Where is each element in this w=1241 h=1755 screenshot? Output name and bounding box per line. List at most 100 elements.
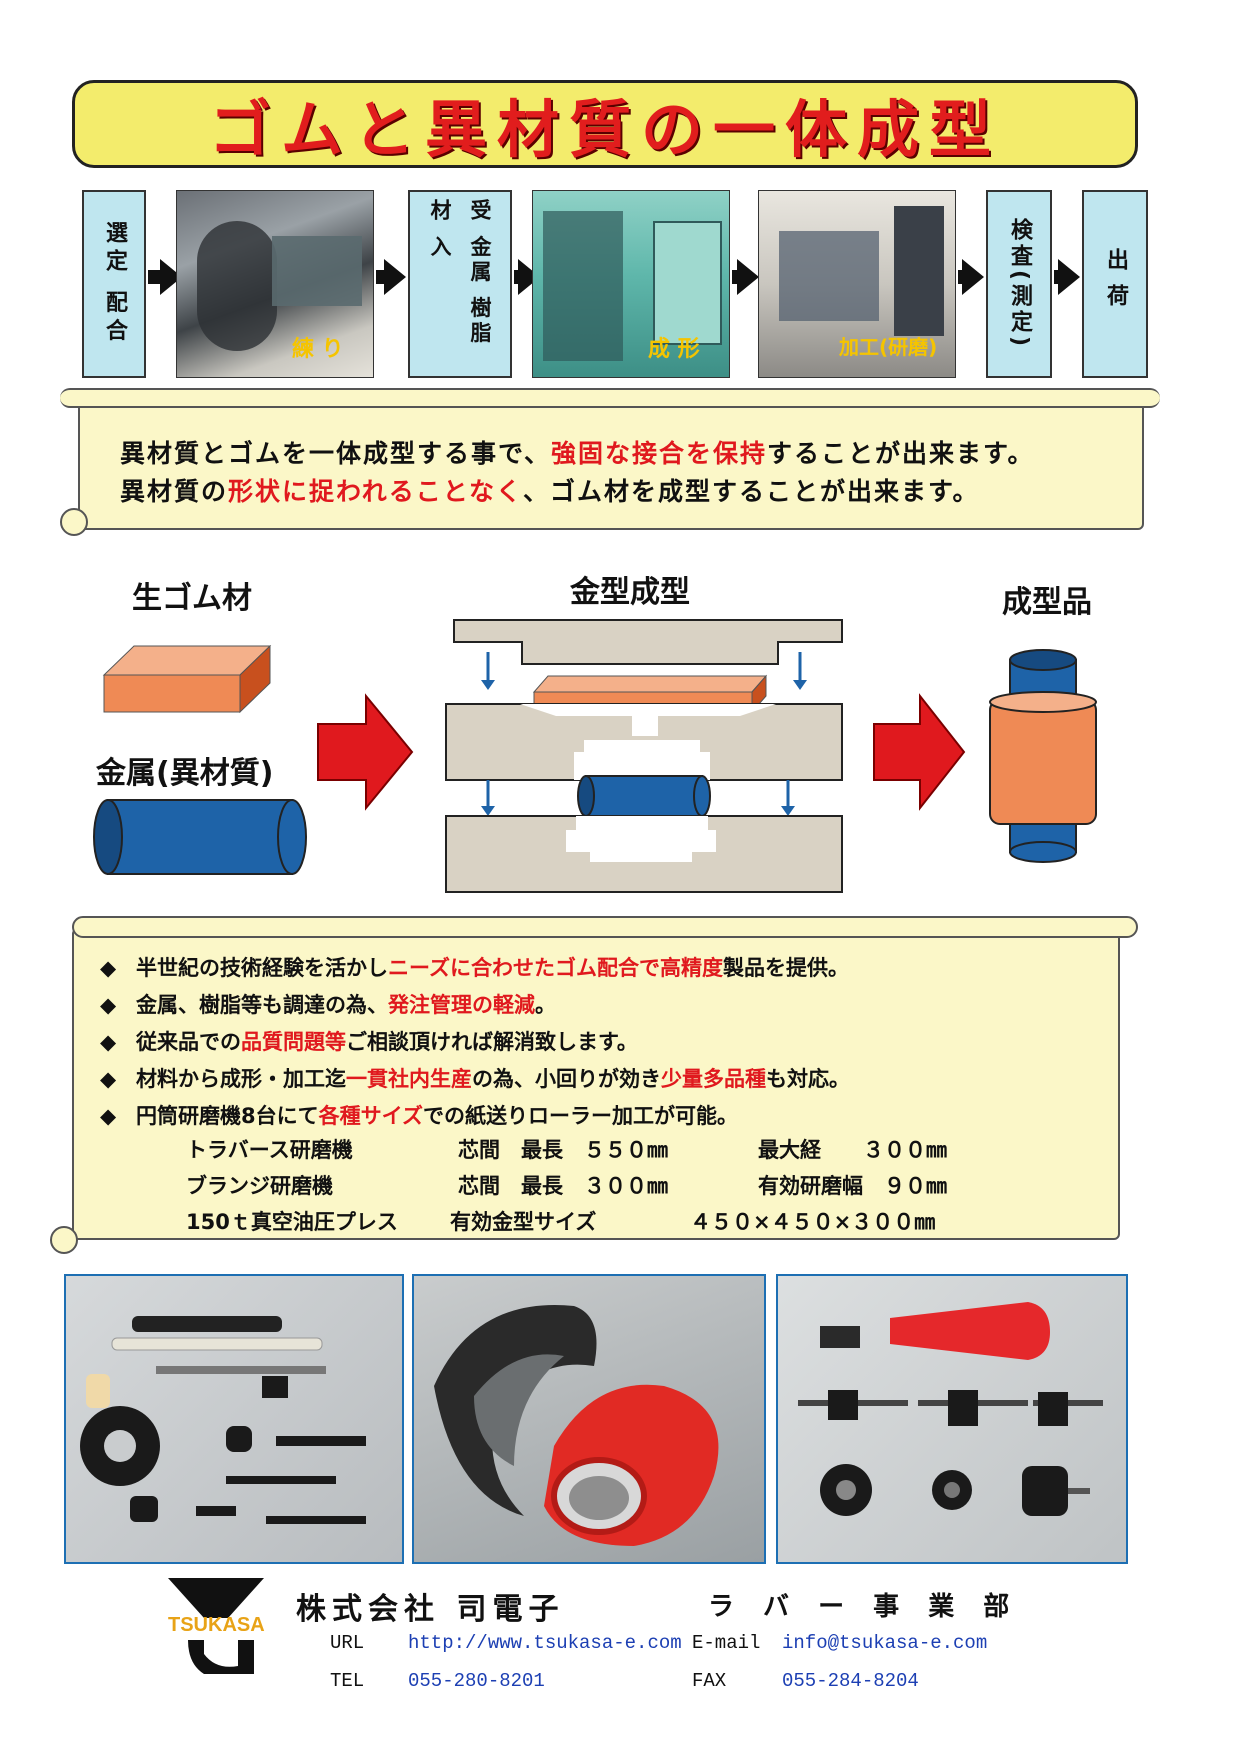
tel-number: 055-280-8201: [408, 1670, 545, 1692]
message-scroll-curl: [60, 508, 88, 536]
diamond-bullet-icon: ◆: [100, 1067, 117, 1091]
molded-product-icon: [989, 649, 1097, 863]
message-line-2-highlight: 形状に捉われることなく: [228, 477, 524, 506]
feature-2-a: 金属、樹脂等も調達の為、: [136, 993, 388, 1017]
feature-4-highlight-2: 少量多品種: [661, 1067, 766, 1091]
feature-1-highlight: ニーズに合わせたゴム配合で高精度: [388, 956, 723, 980]
mold-bottom-plate: [445, 815, 843, 893]
email-link[interactable]: info@tsukasa-e.com: [782, 1632, 988, 1654]
feature-2-highlight: 発注管理の軽減: [388, 993, 535, 1017]
process-step-material-label: 受 金属 樹脂 材 入: [428, 199, 492, 347]
flow-arrow-2-icon: [384, 259, 406, 295]
raw-rubber-label: 生ゴム材: [132, 581, 252, 616]
message-line-2-a: 異材質の: [120, 477, 229, 506]
feature-bullet-3: ◆ 従来品での品質問題等ご相談頂ければ解消致します。: [100, 1026, 638, 1056]
company-logo: TSUKASA: [168, 1578, 265, 1674]
feature-4-e: も対応。: [766, 1067, 850, 1091]
fax-label: FAX: [692, 1670, 727, 1692]
feature-1-c: 製品を提供。: [722, 956, 849, 980]
spec-1-name: トラバース研磨機: [186, 1138, 353, 1162]
division-name: ラ バ ー 事 業 部: [708, 1592, 1020, 1622]
kneading-photo: 練 り: [176, 190, 374, 378]
feature-bullet-1: ◆ 半世紀の技術経験を活かしニーズに合わせたゴム配合で高精度製品を提供。: [100, 952, 849, 982]
mold-top-plate: [453, 619, 843, 665]
diamond-bullet-icon: ◆: [100, 1104, 117, 1128]
url-link[interactable]: http://www.tsukasa-e.com: [408, 1632, 682, 1654]
spec-2-name: ブランジ研磨機: [186, 1174, 333, 1198]
page-title: ゴムと異材質の一体成型: [208, 93, 1001, 166]
feature-5-a: 円筒研磨機8台にて: [136, 1104, 319, 1128]
mold-middle-plate: [445, 703, 843, 781]
process-step-inspection-label: 検査(測定): [1007, 217, 1032, 351]
spec-1-length: 芯間 最長 ５５０㎜: [458, 1138, 668, 1162]
title-banner: ゴムと異材質の一体成型: [72, 80, 1138, 168]
molding-caption: 成 形: [648, 337, 700, 362]
features-scroll-curl: [50, 1226, 78, 1254]
feature-bullet-2: ◆ 金属、樹脂等も調達の為、発注管理の軽減。: [100, 989, 556, 1019]
message-line-1-a: 異材質とゴムを一体成型する事で、: [120, 439, 552, 468]
company-name: 株式会社 司電子: [296, 1592, 565, 1627]
diamond-bullet-icon: ◆: [100, 956, 117, 980]
product-photo-rollers: [64, 1274, 404, 1564]
process-step-inspection: 検査(測定): [986, 190, 1052, 378]
spec-3-label: 有効金型サイズ: [450, 1210, 597, 1234]
process-step-selection-label: 選定 配合: [102, 221, 127, 347]
product-photo-parts: [776, 1274, 1128, 1564]
rollers-illustration: [80, 1316, 366, 1524]
spec-1-diameter: 最大経 ３００㎜: [758, 1138, 947, 1162]
molding-photo: 成 形: [532, 190, 730, 378]
message-line-2: 異材質の形状に捉われることなく、ゴム材を成型することが出来ます。: [120, 472, 980, 508]
product-label: 成型品: [1002, 585, 1092, 620]
molding-diagram: [93, 619, 1097, 893]
spec-2-width: 有効研磨幅 ９０㎜: [758, 1174, 947, 1198]
mold-label: 金型成型: [570, 575, 690, 610]
features-scroll: [72, 928, 1120, 1240]
feature-bullet-4: ◆材料から成形・加工迄一貫社内生産の為、小回りが効き少量多品種も対応。: [100, 1063, 850, 1093]
raw-rubber-slab-icon: [102, 644, 272, 714]
feature-2-c: 。: [535, 993, 556, 1017]
message-line-1: 異材質とゴムを一体成型する事で、強固な接合を保持することが出来ます。: [120, 434, 1035, 470]
grips-illustration: [434, 1305, 719, 1546]
feature-5-highlight: 各種サイズ: [318, 1104, 423, 1128]
grinding-caption: 加工(研磨): [839, 335, 938, 359]
diamond-bullet-icon: ◆: [100, 1030, 117, 1054]
metal-label: 金属(異材質): [96, 756, 274, 791]
grinding-photo: 加工(研磨): [758, 190, 956, 378]
message-line-2-c: 、ゴム材を成型することが出来ます。: [523, 477, 980, 506]
message-scroll-top-roll: [60, 388, 1160, 408]
logo-text: TSUKASA: [168, 1614, 265, 1636]
flow-arrow-4-icon: [737, 259, 759, 295]
feature-3-a: 従来品での: [136, 1030, 241, 1054]
spec-3-size: ４５０×４５０×３００㎜: [690, 1210, 936, 1234]
red-arrow-2-icon: [873, 693, 966, 811]
tel-label: TEL: [330, 1670, 365, 1692]
feature-bullet-5: ◆ 円筒研磨機8台にて各種サイズでの紙送りローラー加工が可能。: [100, 1100, 738, 1130]
feature-3-highlight: 品質問題等: [241, 1030, 346, 1054]
feature-4-c: の為、小回りが効き: [472, 1067, 661, 1091]
message-line-1-c: することが出来ます。: [767, 439, 1035, 468]
process-step-shipping-label: 出荷: [1103, 248, 1128, 320]
message-line-1-highlight: 強固な接合を保持: [551, 439, 768, 468]
red-arrow-1-icon: [317, 693, 414, 811]
kneading-caption: 練 り: [292, 337, 344, 362]
parts-illustration: [798, 1302, 1103, 1516]
feature-1-a: 半世紀の技術経験を活かし: [136, 956, 388, 980]
fax-number: 055-284-8204: [782, 1670, 919, 1692]
features-scroll-top-roll: [72, 916, 1138, 938]
flow-arrow-5-icon: [962, 259, 984, 295]
diamond-bullet-icon: ◆: [100, 993, 117, 1017]
spec-3-name: 150ｔ真空油圧プレス: [186, 1210, 398, 1234]
metal-tube-icon: [93, 799, 307, 875]
spec-2-length: 芯間 最長 ３００㎜: [458, 1174, 668, 1198]
process-step-material: 受 金属 樹脂 材 入: [408, 190, 512, 378]
process-step-shipping: 出荷: [1082, 190, 1148, 378]
url-label: URL: [330, 1632, 365, 1654]
feature-5-c: での紙送りローラー加工が可能。: [423, 1104, 738, 1128]
feature-4-highlight-1: 一貫社内生産: [346, 1067, 472, 1091]
email-label: E-mail: [692, 1632, 761, 1654]
flow-arrow-6-icon: [1058, 259, 1080, 295]
tsukasa-logo-icon: [168, 1578, 264, 1674]
product-photo-grips: [412, 1274, 766, 1564]
process-step-selection: 選定 配合: [82, 190, 146, 378]
feature-3-c: ご相談頂ければ解消致します。: [346, 1030, 638, 1054]
